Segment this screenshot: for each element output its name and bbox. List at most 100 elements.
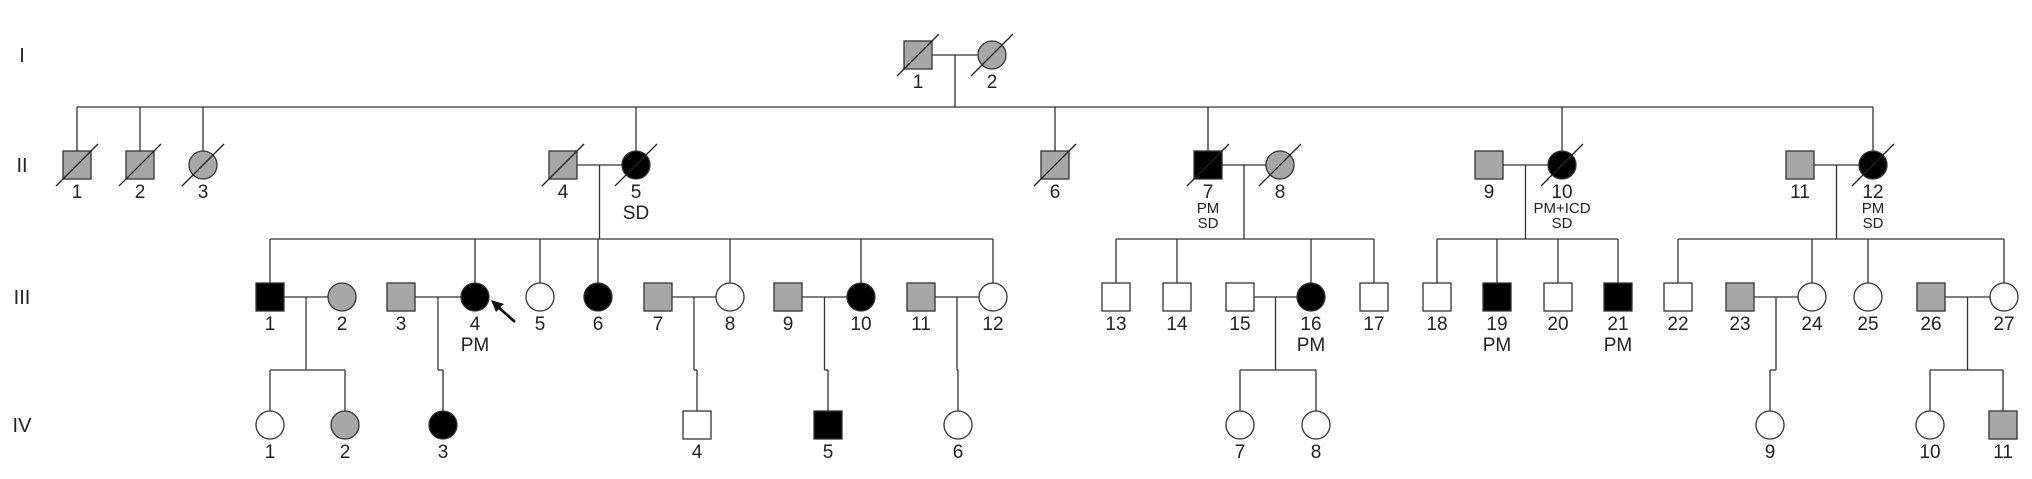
individual-ii-1[interactable]: 1 <box>55 143 99 203</box>
deceased-slash-icon <box>1186 143 1230 187</box>
individual-number: 27 <box>1993 314 2014 335</box>
individual-iii-5[interactable]: 5 <box>525 282 555 335</box>
individual-number: 4 <box>692 442 703 463</box>
individual-iv-1[interactable]: 1 <box>255 410 285 463</box>
individual-iii-12[interactable]: 12 <box>978 282 1008 335</box>
individual-number: 2 <box>987 72 998 93</box>
individual-iii-22[interactable]: 22 <box>1663 282 1693 335</box>
clinical-note: PM <box>1604 335 1633 356</box>
individual-ii-9[interactable]: 9 <box>1474 150 1504 203</box>
individual-ii-2[interactable]: 2 <box>118 143 162 203</box>
individual-ii-8[interactable]: 8 <box>1258 143 1302 203</box>
individual-number: 14 <box>1166 314 1188 335</box>
individual-iii-26[interactable]: 26 <box>1916 282 1946 335</box>
individual-iii-25[interactable]: 25 <box>1853 282 1883 335</box>
individual-ii-4[interactable]: 4 <box>541 143 585 203</box>
individual-iii-27[interactable]: 27 <box>1989 282 2019 335</box>
individual-number: 7 <box>653 314 664 335</box>
individual-number: 3 <box>438 442 449 463</box>
individual-iii-11[interactable]: 11 <box>906 282 936 335</box>
individual-number: 24 <box>1801 314 1823 335</box>
individual-iv-6[interactable]: 6 <box>943 410 973 463</box>
individual-number: 11 <box>1790 182 1810 203</box>
individual-iii-1[interactable]: 1 <box>255 282 285 335</box>
individual-iii-18[interactable]: 18 <box>1422 282 1452 335</box>
individual-number: 13 <box>1105 314 1126 335</box>
individual-iv-8[interactable]: 8 <box>1301 410 1331 463</box>
individual-iii-24[interactable]: 24 <box>1797 282 1827 335</box>
male-square-icon <box>255 282 285 312</box>
male-square-icon <box>1474 150 1504 180</box>
male-square-icon <box>1543 282 1573 312</box>
proband-arrow-icon <box>491 300 516 323</box>
individual-iii-2[interactable]: 2 <box>327 282 357 335</box>
generation-label-iii: III <box>14 287 31 309</box>
individual-iv-3[interactable]: 3 <box>428 410 458 463</box>
individual-number: 5 <box>823 442 834 463</box>
individual-iii-14[interactable]: 14 <box>1162 282 1192 335</box>
individual-number: 8 <box>1311 442 1322 463</box>
individual-iv-4[interactable]: 4 <box>682 410 712 463</box>
clinical-note: SD <box>1198 215 1219 232</box>
relationship-lines <box>76 54 2005 411</box>
male-square-icon <box>643 282 673 312</box>
individual-number: 18 <box>1426 314 1447 335</box>
individual-iv-2[interactable]: 2 <box>330 410 360 463</box>
individual-number: 6 <box>1050 182 1061 203</box>
individual-ii-6[interactable]: 6 <box>1033 143 1077 203</box>
individual-number: 2 <box>337 314 348 335</box>
male-square-icon <box>813 410 843 440</box>
male-square-icon <box>682 410 712 440</box>
generation-label-ii: II <box>16 155 27 177</box>
individual-number: 2 <box>340 442 351 463</box>
female-circle-icon <box>428 410 458 440</box>
individual-iii-7[interactable]: 7 <box>643 282 673 335</box>
female-circle-icon <box>525 282 555 312</box>
female-circle-icon <box>1797 282 1827 312</box>
individual-ii-11[interactable]: 11 <box>1785 150 1815 203</box>
male-square-icon <box>1916 282 1946 312</box>
generation-label-i: I <box>19 45 25 67</box>
individual-iii-17[interactable]: 17 <box>1359 282 1389 335</box>
individual-iv-11[interactable]: 11 <box>1988 410 2018 463</box>
male-square-icon <box>773 282 803 312</box>
male-square-icon <box>906 282 936 312</box>
individual-iii-9[interactable]: 9 <box>773 282 803 335</box>
individual-iii-4[interactable]: 4PM <box>460 282 516 356</box>
male-square-icon <box>1603 282 1633 312</box>
individual-number: 20 <box>1547 314 1568 335</box>
individual-iii-10[interactable]: 10 <box>846 282 876 335</box>
individual-iii-13[interactable]: 13 <box>1101 282 1131 335</box>
deceased-slash-icon <box>541 143 585 187</box>
individual-number: 16 <box>1300 314 1321 335</box>
individual-number: 5 <box>535 314 546 335</box>
individual-iii-20[interactable]: 20 <box>1543 282 1573 335</box>
individual-i-2[interactable]: 2 <box>970 33 1014 93</box>
individual-iii-23[interactable]: 23 <box>1725 282 1755 335</box>
individual-iii-3[interactable]: 3 <box>386 282 416 335</box>
individual-iii-15[interactable]: 15 <box>1225 282 1255 335</box>
individual-iv-5[interactable]: 5 <box>813 410 843 463</box>
deceased-slash-icon <box>614 143 658 187</box>
individual-ii-3[interactable]: 3 <box>181 143 225 203</box>
clinical-note: PM+ICD <box>1533 200 1590 217</box>
individual-iii-8[interactable]: 8 <box>715 282 745 335</box>
individual-ii-5[interactable]: 5SD <box>614 143 658 224</box>
individual-iv-7[interactable]: 7 <box>1225 410 1255 463</box>
female-circle-icon <box>1853 282 1883 312</box>
individual-i-1[interactable]: 1 <box>896 33 940 93</box>
individual-number: 1 <box>913 72 924 93</box>
male-square-icon <box>1162 282 1192 312</box>
individual-number: 10 <box>850 314 871 335</box>
individual-iv-10[interactable]: 10 <box>1915 410 1945 463</box>
individual-iii-6[interactable]: 6 <box>583 282 613 335</box>
clinical-note: SD <box>1863 215 1884 232</box>
individual-iv-9[interactable]: 9 <box>1755 410 1785 463</box>
